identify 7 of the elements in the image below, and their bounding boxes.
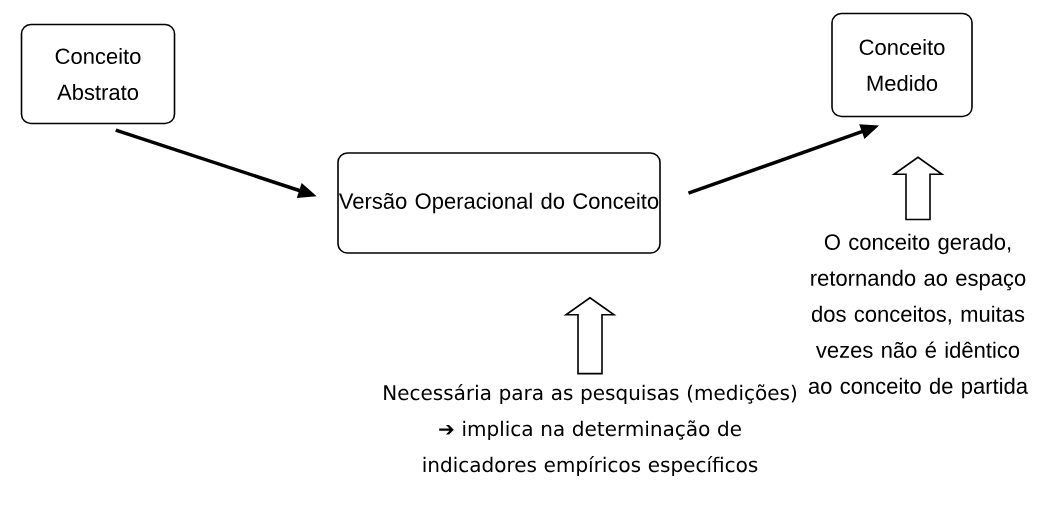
block-arrow: [563, 296, 617, 375]
note-text: O conceito gerado, retornando ao espaço dos conceitos, muitas vezes não é idêntico ao conceito de partida: [808, 233, 1028, 399]
concept-box: Conceito Medido: [831, 12, 973, 118]
concept-box: Versão Operacional do Conceito: [337, 152, 661, 254]
concept-box: Conceito Abstrato: [20, 23, 176, 125]
block-arrow: [891, 156, 945, 221]
note-text: Necessária para as pesquisas (medições) ➔ implica na determinação de indicadores empíricos específicos: [384, 383, 797, 477]
